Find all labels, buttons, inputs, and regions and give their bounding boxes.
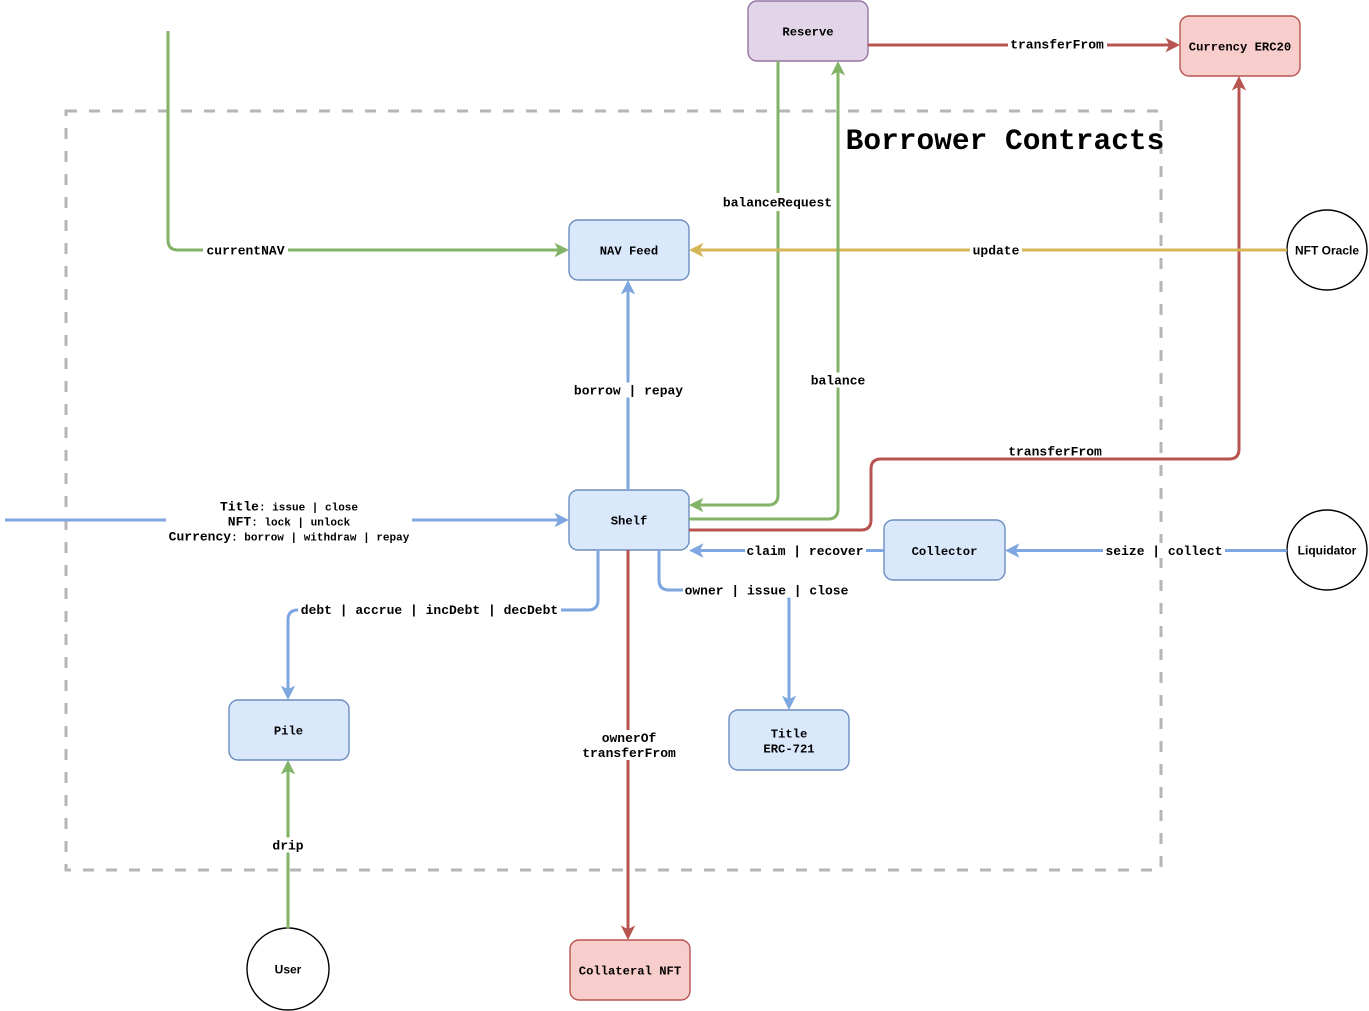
svg-text:NFT Oracle: NFT Oracle <box>1295 244 1359 258</box>
svg-text:borrow | repay: borrow | repay <box>574 384 683 399</box>
svg-text:Collector: Collector <box>912 545 978 559</box>
svg-text:balanceRequest: balanceRequest <box>723 196 832 211</box>
svg-text:Reserve: Reserve <box>782 26 833 40</box>
svg-text:Pile: Pile <box>274 725 303 739</box>
svg-text:claim | recover: claim | recover <box>746 544 863 559</box>
svg-text:Title: Title <box>771 728 808 742</box>
svg-text:NAV Feed: NAV Feed <box>600 245 659 259</box>
svg-text:Borrower Contracts: Borrower Contracts <box>846 124 1165 158</box>
svg-text:Collateral NFT: Collateral NFT <box>579 965 681 979</box>
svg-text:ERC-721: ERC-721 <box>763 743 814 757</box>
svg-text:transferFrom: transferFrom <box>1010 38 1104 53</box>
svg-text:Shelf: Shelf <box>611 515 648 529</box>
svg-text:balance: balance <box>811 374 866 389</box>
svg-text:transferFrom: transferFrom <box>1008 445 1102 460</box>
svg-text:debt | accrue | incDebt | decD: debt | accrue | incDebt | decDebt <box>301 603 558 618</box>
svg-text:seize | collect: seize | collect <box>1105 544 1222 559</box>
svg-text:User: User <box>275 963 302 977</box>
svg-text:currentNAV: currentNAV <box>206 244 284 259</box>
svg-text:drip: drip <box>272 839 303 854</box>
svg-text:Currency ERC20: Currency ERC20 <box>1189 41 1291 55</box>
svg-text:transferFrom: transferFrom <box>582 746 676 761</box>
svg-text:ownerOf: ownerOf <box>602 731 657 746</box>
svg-text:owner | issue | close: owner | issue | close <box>685 584 849 599</box>
svg-text:NFT: lock | unlock: NFT: lock | unlock <box>228 515 351 530</box>
svg-text:Title: issue | close: Title: issue | close <box>220 500 358 515</box>
svg-text:update: update <box>973 244 1020 259</box>
svg-text:Liquidator: Liquidator <box>1298 544 1357 558</box>
svg-text:Currency: borrow | withdraw |: Currency: borrow | withdraw | repay <box>169 530 410 545</box>
